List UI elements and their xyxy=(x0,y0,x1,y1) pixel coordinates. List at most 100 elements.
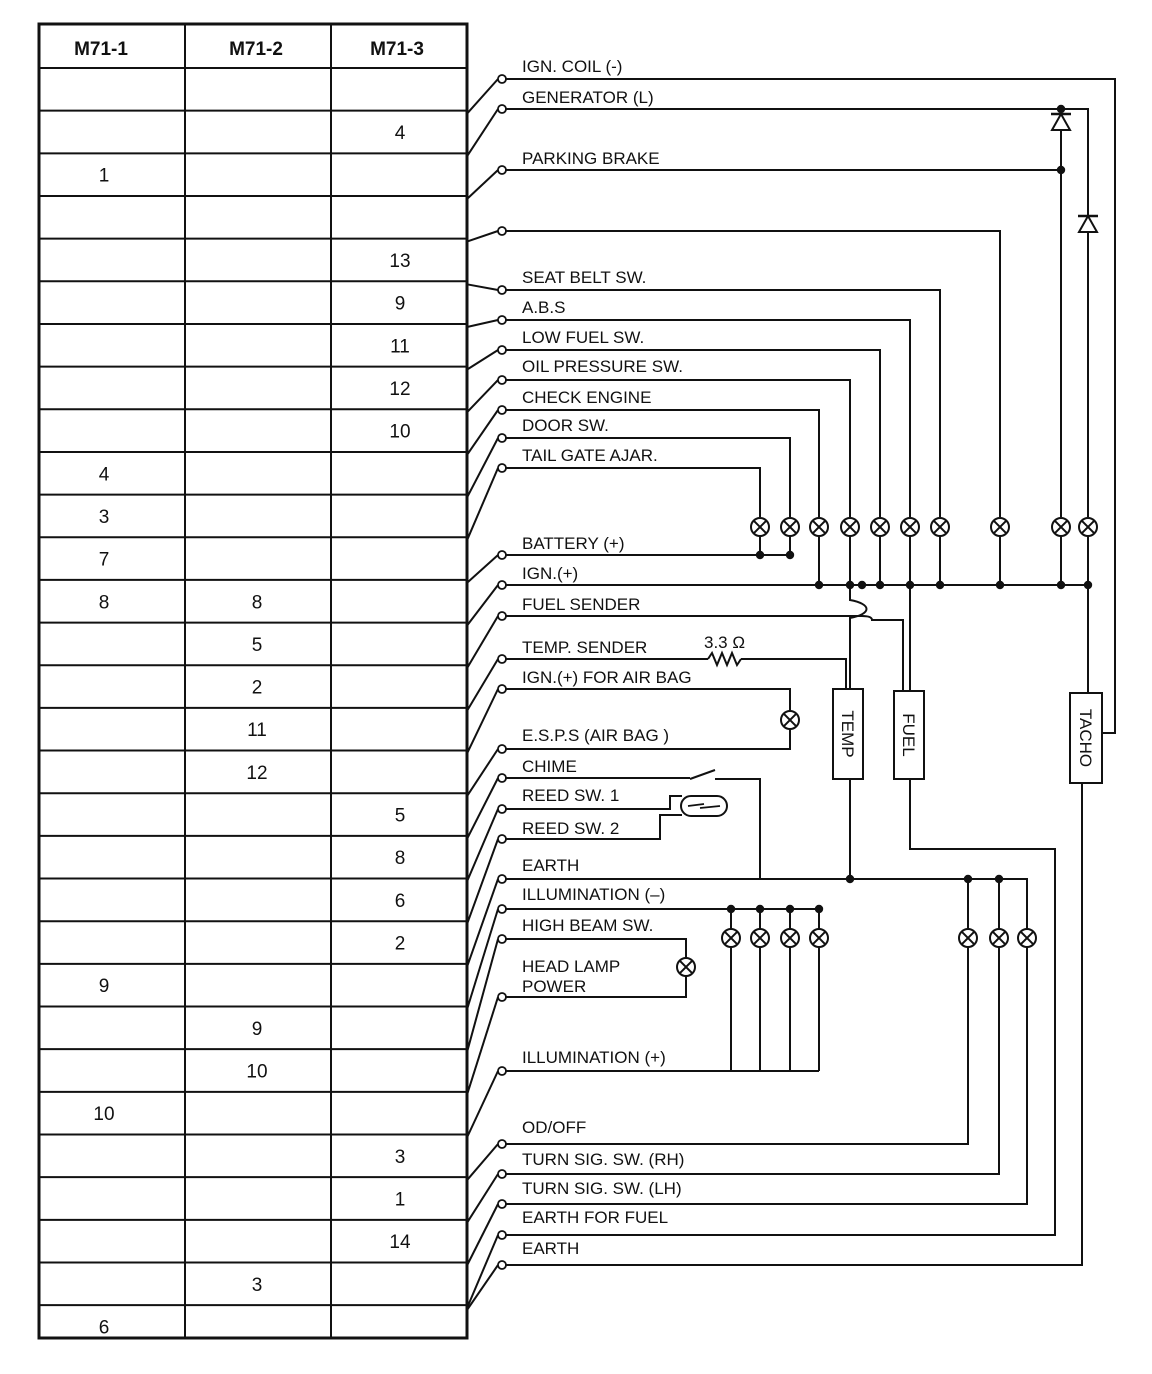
junction-dot xyxy=(726,904,736,914)
pin-number-m2-row-13: 8 xyxy=(252,592,263,613)
stub-wire xyxy=(466,1234,499,1309)
pin-number-m3-row-27: 1 xyxy=(395,1190,406,1211)
terminal-circle xyxy=(497,345,507,355)
stub-wire xyxy=(466,409,499,456)
terminal-circle xyxy=(497,1260,507,1270)
lamp-icon xyxy=(930,517,950,537)
stub-wire xyxy=(466,554,499,584)
lamp-icon xyxy=(780,928,800,948)
stub-wire xyxy=(466,1070,499,1138)
lamp-icon xyxy=(1051,517,1071,537)
lamp-icon xyxy=(989,928,1009,948)
terminal-circle xyxy=(497,834,507,844)
terminal-circle xyxy=(497,611,507,621)
stub-wire xyxy=(466,908,499,1010)
pin-number-m3-row-5: 13 xyxy=(389,251,410,272)
pin-number-m3-row-18: 5 xyxy=(395,806,406,827)
junction-dot xyxy=(1083,580,1093,590)
signal-generator: GENERATOR (L) xyxy=(522,88,654,107)
terminal-circle xyxy=(497,773,507,783)
stub-wire xyxy=(466,1143,499,1181)
stub-wire xyxy=(466,615,499,669)
terminal-circle xyxy=(497,285,507,295)
pin-number-m1-row-11: 3 xyxy=(99,507,110,528)
lamp-icon xyxy=(840,517,860,537)
signal-earth-fuel: EARTH FOR FUEL xyxy=(522,1208,668,1227)
signal-labels: IGN. COIL (-) GENERATOR (L) PARKING BRAK… xyxy=(522,57,692,1258)
connector-header-m71-1: M71-1 xyxy=(74,39,128,60)
diode-ign-coil xyxy=(1077,213,1099,233)
temp-gauge: TEMP xyxy=(832,688,864,780)
pin-number-m1-row-22: 9 xyxy=(99,976,110,997)
reed-switch xyxy=(680,795,728,817)
signal-illum-plus: ILLUMINATION (+) xyxy=(522,1048,666,1067)
stub-wire xyxy=(466,658,499,712)
pin-number-m3-row-9: 10 xyxy=(389,422,410,443)
lamp-icon xyxy=(900,517,920,537)
junction-dot xyxy=(1056,580,1066,590)
resistor-label: 3.3 Ω xyxy=(704,633,745,652)
pin-number-m1-row-13: 8 xyxy=(99,592,110,613)
lamp-icon xyxy=(958,928,978,948)
stub-wire xyxy=(466,437,499,499)
terminal-circle xyxy=(497,904,507,914)
stub-wire xyxy=(466,467,499,541)
terminal-circle xyxy=(497,934,507,944)
stub-wire xyxy=(466,78,499,115)
signal-illum-minus: ILLUMINATION (–) xyxy=(522,885,665,904)
junction-dot xyxy=(905,580,915,590)
stub-wire xyxy=(466,169,499,200)
stub-wire xyxy=(466,838,499,925)
pin-number-m2-row-23: 9 xyxy=(252,1019,263,1040)
stub-wire xyxy=(466,379,499,413)
stub-wire xyxy=(466,938,499,1053)
junction-dot xyxy=(995,580,1005,590)
pin-number-m3-row-28: 14 xyxy=(389,1232,411,1253)
pin-number-m3-row-8: 12 xyxy=(389,379,410,400)
terminal-circle xyxy=(497,1199,507,1209)
stub-wire xyxy=(466,748,499,797)
terminal-circle xyxy=(497,74,507,84)
signal-earth-2: EARTH xyxy=(522,1239,579,1258)
terminal-stubs xyxy=(466,74,507,1311)
junction-dots xyxy=(726,104,1093,914)
terminal-circle xyxy=(497,580,507,590)
lamp-icon xyxy=(676,957,696,977)
signal-reed-2: REED SW. 2 xyxy=(522,819,619,838)
signal-turn-lh: TURN SIG. SW. (LH) xyxy=(522,1179,682,1198)
pin-number-m3-row-19: 8 xyxy=(395,848,406,869)
pin-number-m3-row-20: 6 xyxy=(395,891,406,912)
signal-ign-air-bag: IGN.(+) FOR AIR BAG xyxy=(522,668,692,687)
junction-dot xyxy=(935,580,945,590)
terminal-circle xyxy=(497,165,507,175)
terminal-circle xyxy=(497,1230,507,1240)
warning-lamps xyxy=(676,517,1098,977)
stub-wire xyxy=(466,996,499,1096)
lamp-icon xyxy=(750,517,770,537)
lamp-icon xyxy=(780,517,800,537)
pin-number-m2-row-24: 10 xyxy=(246,1062,267,1083)
signal-turn-rh: TURN SIG. SW. (RH) xyxy=(522,1150,684,1169)
lamp-icon xyxy=(1017,928,1037,948)
signal-ign-coil: IGN. COIL (-) xyxy=(522,57,622,76)
signal-seat-belt: SEAT BELT SW. xyxy=(522,268,646,287)
junction-dot xyxy=(1056,165,1066,175)
junction-dot xyxy=(814,580,824,590)
pin-number-m1-row-10: 4 xyxy=(99,464,110,485)
connector-header-m71-3: M71-3 xyxy=(370,39,424,60)
junction-dot xyxy=(994,874,1004,884)
signal-fuel-sender: FUEL SENDER xyxy=(522,595,640,614)
terminal-circle xyxy=(497,315,507,325)
lamp-icon xyxy=(809,928,829,948)
terminal-circle xyxy=(497,226,507,236)
pin-number-m2-row-29: 3 xyxy=(252,1275,263,1296)
terminal-circle xyxy=(497,874,507,884)
junction-dot xyxy=(755,904,765,914)
terminal-circle xyxy=(497,992,507,1002)
signal-head-lamp-power: POWER xyxy=(522,977,586,996)
tacho-gauge: TACHO xyxy=(1069,692,1103,784)
stub-wire xyxy=(466,1173,499,1224)
signal-chime: CHIME xyxy=(522,757,577,776)
junction-dot xyxy=(845,580,855,590)
